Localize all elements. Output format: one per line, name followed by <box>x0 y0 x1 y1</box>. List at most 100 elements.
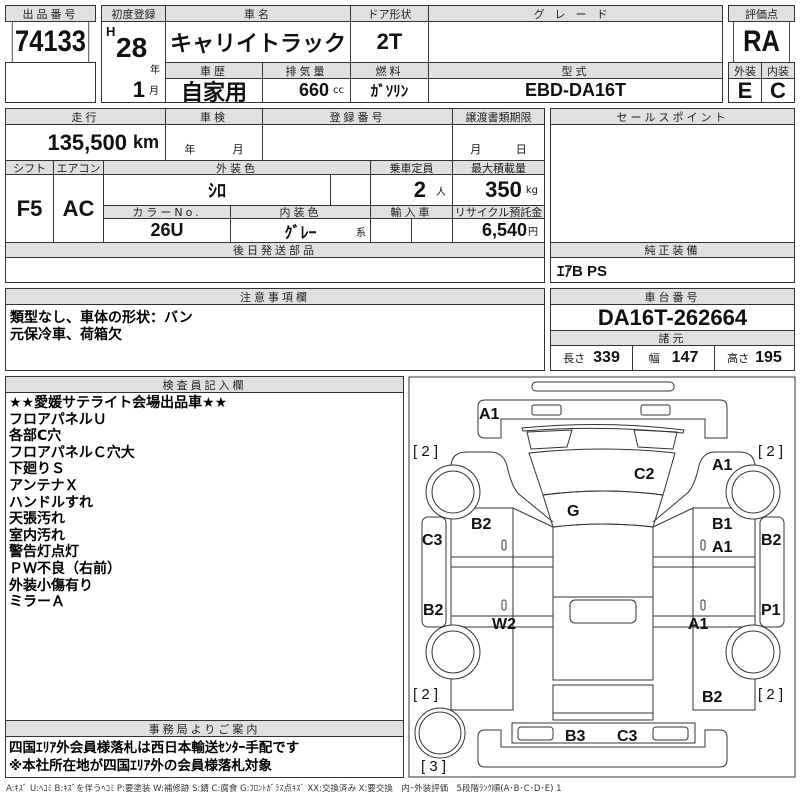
inspector-line: 天張汚れ <box>9 511 65 528</box>
inspector-text: ★★愛媛サテライト会場出品車★★ フロアパネルＵ 各部C穴 フロアパネルＣ穴大 … <box>9 395 227 611</box>
mark: [ 2 ] <box>758 686 783 703</box>
reg-month: 1 <box>132 77 145 102</box>
lot-empty <box>5 62 96 103</box>
mark: A1 <box>688 616 709 633</box>
history-value: 自家用 <box>165 78 263 103</box>
score-label: 評価点 <box>728 5 795 22</box>
transfer-month-unit: 月 <box>470 143 482 156</box>
inspector-line: ハンドルすれ <box>9 494 93 511</box>
width-value: 147 <box>671 349 699 366</box>
mark: [ 2 ] <box>413 686 438 703</box>
displacement-cell: 660 cc <box>262 78 351 103</box>
interior-label: 内装 <box>761 62 795 79</box>
color-no-value: 26U <box>103 218 231 243</box>
aircon-value: AC <box>53 174 104 243</box>
inspector-line: 警告灯点灯 <box>9 544 79 561</box>
inspector-label: 検査員記入欄 <box>5 376 404 393</box>
mark: B2 <box>423 602 444 619</box>
shift-value: F5 <box>5 174 54 243</box>
int-color-value: ｸﾞﾚｰ <box>284 224 317 242</box>
recycle-label: リサイクル預託金 <box>452 205 545 219</box>
mark: B1 <box>712 516 733 533</box>
damage-marks: A1 [ 2 ] C2 G A1 [ 2 ] B2 C3 B1 A1 B2 B2… <box>413 406 783 775</box>
int-color-suffix: 系 <box>356 228 366 239</box>
office-label: 事務局よりご案内 <box>5 720 404 737</box>
mark: [ 3 ] <box>421 758 446 775</box>
mark: B2 <box>702 689 723 706</box>
mark: C3 <box>617 728 638 745</box>
inspector-line: アンテナＸ <box>9 477 79 494</box>
mark: A1 <box>479 406 500 423</box>
capacity-label: 乗車定員 <box>370 160 453 175</box>
mark: C2 <box>634 466 655 483</box>
transfer-cell: 月日 <box>452 124 545 161</box>
inspector-line: 外装小傷有り <box>9 577 93 594</box>
notes-line: 元保冷車、荷箱欠 <box>10 326 122 343</box>
aircon-label: エアコン <box>53 160 104 175</box>
office-body <box>5 736 404 778</box>
max-load-label: 最大積載量 <box>452 160 545 175</box>
recycle-unit: 円 <box>528 227 538 238</box>
length-label: 長さ <box>563 352 586 365</box>
registration-label: 登録番号 <box>262 108 453 125</box>
notes-body <box>5 304 545 371</box>
office-line: 四国ｴﾘｱ外会員様落札は西日本輸送ｾﾝﾀｰ手配です <box>9 740 300 756</box>
exterior-label: 外装 <box>728 62 762 79</box>
notes-label: 注意事項欄 <box>5 288 545 305</box>
mark: B3 <box>565 728 586 745</box>
mark: B2 <box>471 516 492 533</box>
ext-color-value: ｼﾛ <box>103 174 331 206</box>
grade-value <box>428 21 723 63</box>
length-value: 339 <box>593 349 620 366</box>
model-label: 型式 <box>428 62 723 79</box>
office-line: ※本社所在地が四国ｴﾘｱ外の会員様落札対象 <box>9 758 272 774</box>
displacement-value: 660 <box>298 80 329 100</box>
era: H <box>106 24 116 39</box>
grade-label: グレード <box>428 5 723 22</box>
fuel-value: ｶﾞｿﾘﾝ <box>350 78 429 103</box>
sales-point-label: セールスポイント <box>550 108 795 125</box>
height-value: 195 <box>755 349 782 366</box>
width-label: 幅 <box>648 352 660 365</box>
mileage-label: 走行 <box>5 108 166 125</box>
displacement-label: 排気量 <box>262 62 351 79</box>
int-color-cell: ｸﾞﾚｰ 系 <box>230 218 371 243</box>
mark: B2 <box>761 532 782 549</box>
inspection-cell: 年月 <box>165 124 263 161</box>
equipment-label: 純正装備 <box>550 242 795 258</box>
month-unit: 月 <box>149 86 159 97</box>
spec-label: 諸元 <box>550 330 795 346</box>
history-label: 車歴 <box>165 62 263 79</box>
inspection-year-unit: 年 <box>184 143 196 156</box>
chassis-number: DA16T-262664 <box>550 304 795 331</box>
mark: W2 <box>492 616 516 633</box>
car-outline <box>408 376 796 778</box>
int-color-label: 内装色 <box>230 205 371 219</box>
inspector-body <box>5 392 404 721</box>
mark: [ 2 ] <box>758 443 783 460</box>
notes-line: 類型なし、車体の形状：バン <box>10 310 193 326</box>
first-reg-year-cell: H 28 年 <box>101 21 166 78</box>
displacement-unit: cc <box>333 85 344 96</box>
mark: [ 2 ] <box>413 443 438 460</box>
inspector-line: フロアパネルＵ <box>9 411 107 428</box>
mark: C3 <box>422 532 443 549</box>
import-label: 輸入車 <box>370 205 453 219</box>
color-no-label: カラーNo. <box>103 205 231 219</box>
door-label: ドア形状 <box>350 5 429 22</box>
height-label: 高さ <box>727 352 750 365</box>
registration-value <box>262 124 453 161</box>
inspector-line: フロアパネルＣ穴大 <box>9 444 135 461</box>
year-unit: 年 <box>150 65 160 76</box>
sales-point-body <box>550 124 795 243</box>
mark: A1 <box>712 457 733 474</box>
lot-number: 74133 <box>11 21 90 63</box>
mileage-unit: km <box>132 132 159 152</box>
later-parts-value <box>5 257 545 283</box>
inspector-line: 各部C穴 <box>9 428 62 445</box>
import-cell-1 <box>370 218 412 243</box>
car-damage-diagram: A1 [ 2 ] C2 G A1 [ 2 ] B2 C3 B1 A1 B2 B2… <box>408 376 796 778</box>
office-text: 四国ｴﾘｱ外会員様落札は西日本輸送ｾﾝﾀｰ手配です ※本社所在地が四国ｴﾘｱ外の… <box>9 739 299 775</box>
